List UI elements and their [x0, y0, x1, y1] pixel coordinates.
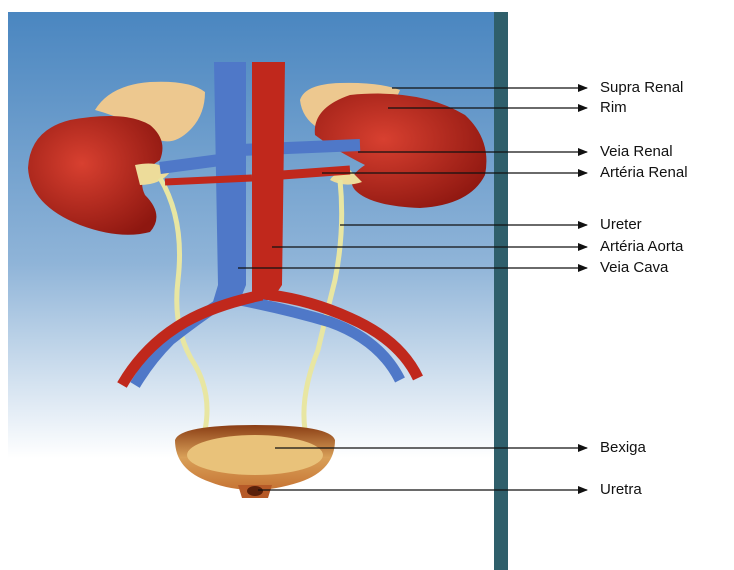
- label-bexiga: Bexiga: [600, 439, 646, 456]
- label-arteria-renal: Artéria Renal: [600, 164, 688, 181]
- bladder-interior: [187, 435, 323, 475]
- label-veia-cava: Veia Cava: [600, 259, 668, 276]
- left-renal-vein: [160, 160, 220, 168]
- label-supra-renal: Supra Renal: [600, 79, 683, 96]
- label-ureter: Ureter: [600, 216, 642, 233]
- label-veia-renal: Veia Renal: [600, 143, 673, 160]
- aorta: [252, 62, 285, 300]
- label-arteria-aorta: Artéria Aorta: [600, 238, 683, 255]
- left-renal-artery: [165, 178, 252, 182]
- label-rim: Rim: [600, 99, 627, 116]
- urethra-opening: [247, 486, 263, 496]
- label-uretra: Uretra: [600, 481, 642, 498]
- side-bar: [494, 12, 508, 570]
